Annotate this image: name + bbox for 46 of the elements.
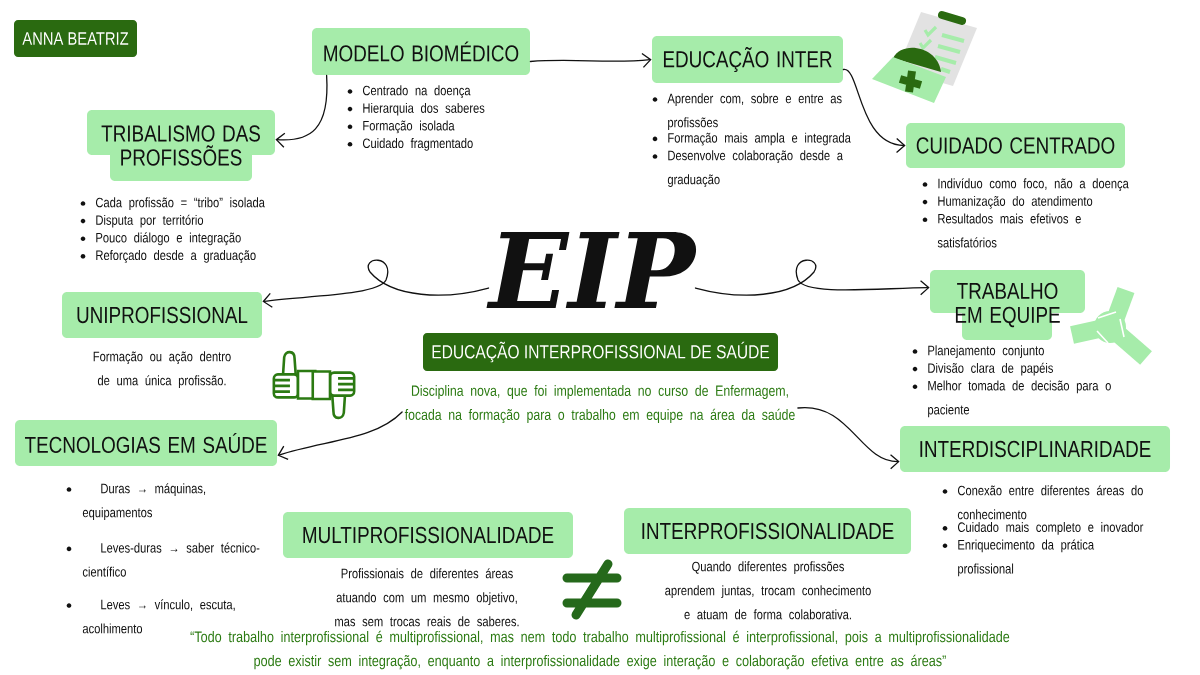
heading-box: EDUCAÇÃO INTER: [652, 36, 843, 83]
curved-arrow: [797, 407, 900, 470]
bullet-text: Formação mais ampla e integrada: [668, 132, 851, 146]
bullet-text: Divisão clara de papéis: [928, 362, 1053, 376]
curved-arrow: [262, 259, 490, 308]
bullet-text: Hierarquia dos saberes: [363, 102, 485, 116]
curved-arrow: [277, 411, 403, 461]
bullet-text: Cada profissão = “tribo” isolada: [95, 197, 265, 210]
bullet-text: Desenvolve colaboração desde a graduação: [667, 150, 843, 188]
name-banner: ANNA BEATRIZ: [14, 20, 137, 57]
description-text: Disciplina nova, que foi implementada no curso de Enfermagem, focada na formação para o trabalho em equipe na área da saúde: [404, 385, 795, 423]
bullet-text: Reforçado desde a graduação: [96, 250, 256, 263]
heading-box: TRIBALISMO DAS PROFISSÕES: [87, 110, 275, 181]
bullet-text: Formação isolada: [363, 120, 455, 134]
title-text: EIP: [486, 232, 697, 308]
bullet-text: Centrado na doença: [362, 85, 471, 99]
curved-arrow: [694, 259, 930, 296]
bullet-text: Cuidado mais completo e inovador: [957, 522, 1144, 535]
bullet-text: Resultados mais efetivos e satisfatórios: [937, 213, 1081, 248]
bullet-text: Disputa por território: [96, 214, 204, 228]
bullet-text: Leves-duras → saber técnico-científico: [82, 542, 260, 577]
heading-box: MODELO BIOMÉDICO: [312, 28, 530, 75]
heading-box: INTERDISCIPLINARIDADE: [900, 426, 1170, 472]
bullet-text: Aprender com, sobre e entre as profissões: [667, 93, 842, 130]
bullet-text: Enriquecimento da prática profissional: [958, 539, 1095, 577]
heading-box: UNIPROFISSIONAL: [62, 292, 262, 338]
bullet-text: Conexão entre diferentes áreas do conhecimento: [957, 485, 1143, 520]
heading-box: TRABALHO EM EQUIPE: [930, 270, 1085, 340]
curved-arrow: [275, 74, 328, 148]
description-text: Formação ou ação dentro de uma única profissão.: [93, 351, 231, 388]
description-text: Profissionais de diferentes áreas atuando com um mesmo objetivo, mas sem trocas reais de saberes.: [335, 568, 519, 627]
bullet-text: Humanização do atendimento: [938, 195, 1093, 209]
description-text: Quando diferentes profissões aprendem juntas, trocam conhecimento e atuam de forma colaborativa.: [665, 561, 871, 620]
heading-box: CUIDADO CENTRADO: [906, 123, 1125, 168]
curved-arrow: [529, 52, 652, 69]
subtitle-banner: EDUCAÇÃO INTERPROFISSIONAL DE SAÚDE: [423, 333, 778, 371]
bullet-text: Duras → máquinas, equipamentos: [82, 483, 206, 520]
bullet-text: Cuidado fragmentado: [362, 138, 473, 151]
bullet-text: Planejamento conjunto: [928, 345, 1044, 358]
heading-box: MULTIPROFISSIONALIDADE: [283, 512, 573, 558]
curved-arrow: [842, 68, 906, 154]
heading-box: TECNOLOGIAS EM SAÚDE: [15, 420, 277, 466]
bullet-text: Pouco diálogo e integração: [96, 232, 241, 246]
bullet-text: Indivíduo como foco, não a doença: [938, 178, 1129, 192]
bullet-text: Melhor tomada de decisão para o paciente: [928, 380, 1111, 418]
heading-box: INTERPROFISSIONALIDADE: [624, 508, 911, 554]
